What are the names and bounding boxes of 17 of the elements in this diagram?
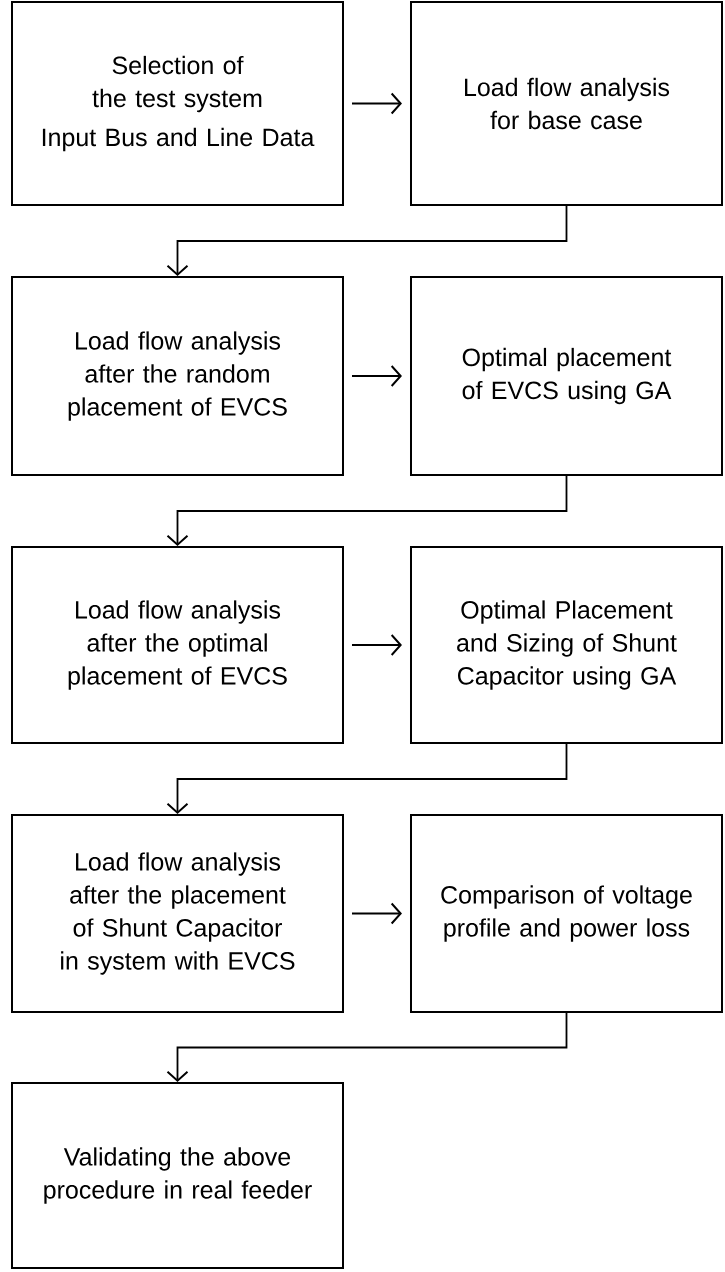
arrow bbox=[351, 365, 402, 387]
process-box: Validating the above procedure in real feeder bbox=[11, 1082, 344, 1269]
arrow bbox=[351, 902, 402, 925]
arrow bbox=[166, 205, 568, 276]
process-box: Load flow analysis for base case bbox=[410, 1, 723, 206]
arrow bbox=[166, 1012, 568, 1082]
process-box: Optimal placement of EVCS using GA bbox=[410, 276, 723, 476]
process-box: Load flow analysis after the placement of Shunt Capacitor in system with EVCS bbox=[11, 814, 344, 1013]
arrow bbox=[351, 92, 402, 115]
arrow bbox=[166, 475, 568, 546]
process-box: Load flow analysis after the optimal placement of EVCS bbox=[11, 546, 344, 744]
arrow bbox=[351, 634, 402, 656]
process-box: Load flow analysis after the random placement of EVCS bbox=[11, 276, 344, 476]
process-box: Optimal Placement and Sizing of Shunt Capacitor using GA bbox=[410, 546, 723, 744]
arrow bbox=[166, 743, 568, 814]
process-box: Comparison of voltage profile and power loss bbox=[410, 814, 723, 1013]
process-box: Selection of the test system Input Bus and Line Data bbox=[11, 1, 344, 206]
